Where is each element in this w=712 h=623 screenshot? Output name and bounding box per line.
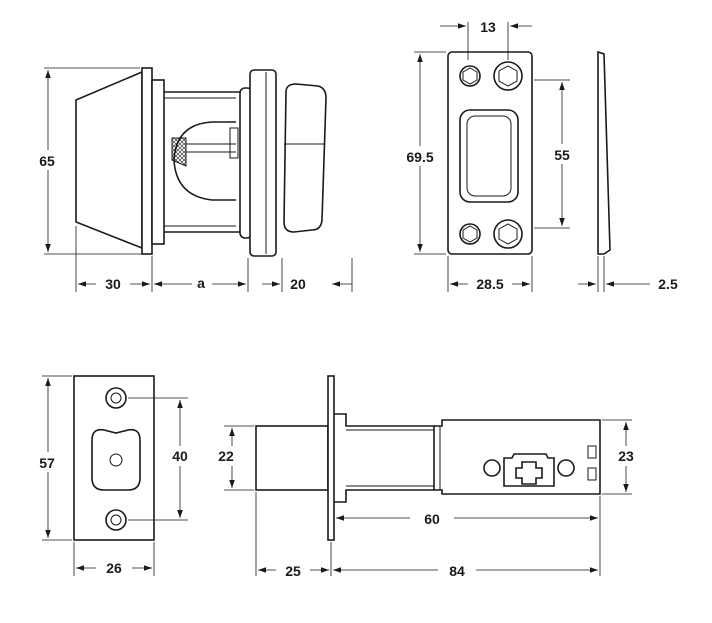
dim-overall-length: 84 — [449, 563, 465, 579]
dim-plate-thickness: 2.5 — [658, 276, 678, 292]
dim-bolt-height: 22 — [218, 448, 234, 464]
lock-side-view — [75, 67, 327, 257]
side-view-dimensions: 65 30 a 20 — [28, 67, 353, 294]
strike-plate-dimensions: 13 69.5 55 28.5 2.5 — [398, 19, 678, 294]
cam-follower — [503, 453, 555, 487]
latch-face-plate-view — [73, 375, 155, 541]
latch-case — [434, 419, 601, 495]
cross-spindle-hole — [515, 461, 543, 485]
screw-hole-bottom-right — [493, 219, 523, 249]
latch-side-dimensions: 22 23 60 25 84 — [210, 419, 644, 580]
bolt-shaft — [229, 127, 239, 159]
dim-plate-height: 69.5 — [406, 149, 433, 165]
screw-hole-bottom-left — [459, 223, 481, 245]
dim-rose-width: 30 — [105, 276, 121, 292]
screw-hole-top-left — [459, 65, 481, 87]
case-hole-left — [483, 459, 501, 477]
dim-plate-slot-height: 55 — [554, 147, 570, 163]
dim-knob-depth: 20 — [290, 276, 306, 292]
latch-bolt — [255, 425, 329, 491]
dim-case-length: 60 — [424, 511, 440, 527]
bolt-opening — [91, 428, 141, 491]
strike-plate — [447, 51, 533, 255]
face-plate — [73, 375, 155, 541]
face-screw-top — [105, 387, 127, 409]
strike-plate-slot — [459, 109, 519, 203]
face-plate-dimensions: 57 40 26 — [28, 375, 196, 578]
latch-face-flange — [327, 375, 335, 541]
dim-bolt-projection: 25 — [285, 563, 301, 579]
face-screw-bottom — [105, 509, 127, 531]
rosette-front — [249, 69, 277, 257]
hatched-section — [171, 137, 187, 167]
strike-plate-front-view — [447, 50, 611, 255]
latch-side-view — [255, 375, 601, 541]
dim-face-width: 26 — [106, 560, 122, 576]
rose-plate — [151, 79, 165, 245]
rose-flange — [141, 67, 153, 255]
case-slot-top — [587, 445, 597, 459]
strike-plate-side — [597, 50, 611, 255]
rose-cone — [75, 70, 143, 250]
dim-front-height: 65 — [39, 153, 55, 169]
dim-face-height: 57 — [39, 455, 55, 471]
case-slot-bottom — [587, 467, 597, 481]
latch-tube — [334, 413, 435, 503]
dim-plate-hole-spacing: 13 — [480, 19, 496, 35]
dim-plate-width: 28.5 — [476, 276, 503, 292]
screw-hole-top-right — [493, 61, 523, 91]
thumb-turn-knob — [283, 83, 327, 233]
dim-case-height: 23 — [618, 448, 634, 464]
dim-face-hole-spacing: 40 — [172, 448, 188, 464]
case-hole-right — [557, 459, 575, 477]
dim-backset: a — [197, 275, 205, 291]
